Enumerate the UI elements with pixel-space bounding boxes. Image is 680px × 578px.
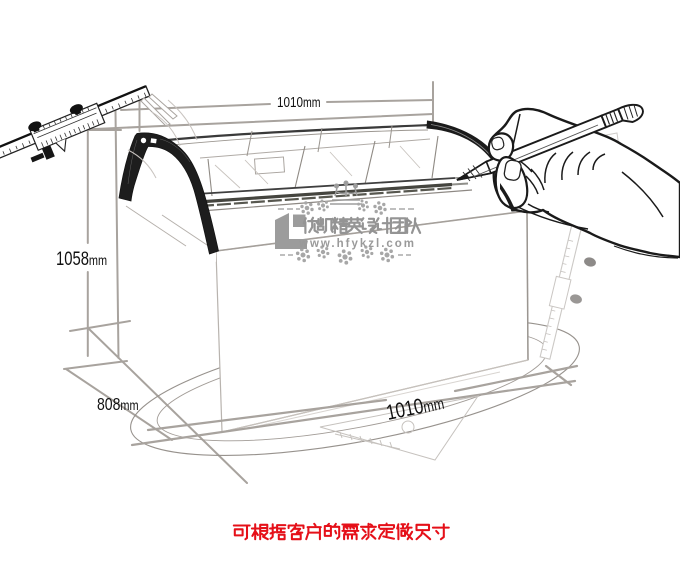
svg-text:808mm: 808mm [97,394,139,414]
svg-text:1058mm: 1058mm [56,248,107,269]
svg-text:1010mm: 1010mm [277,94,321,111]
svg-text:www.hfykzl.com: www.hfykzl.com [298,238,416,250]
